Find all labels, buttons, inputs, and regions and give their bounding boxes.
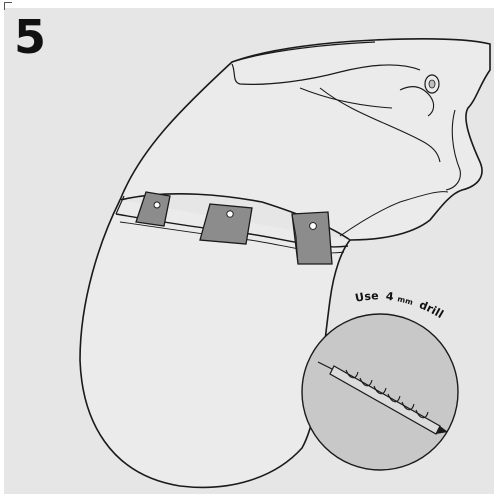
bracket-middle-hole bbox=[227, 211, 233, 217]
bracket-right-hole bbox=[310, 223, 317, 230]
mounting-bracket-middle bbox=[200, 204, 252, 244]
fender-mount-hole-inner bbox=[429, 80, 435, 88]
bracket-left-hole bbox=[154, 202, 160, 208]
mounting-bracket-right bbox=[292, 212, 332, 264]
mounting-bracket-left bbox=[136, 192, 170, 226]
step-number: 5 bbox=[14, 14, 46, 60]
